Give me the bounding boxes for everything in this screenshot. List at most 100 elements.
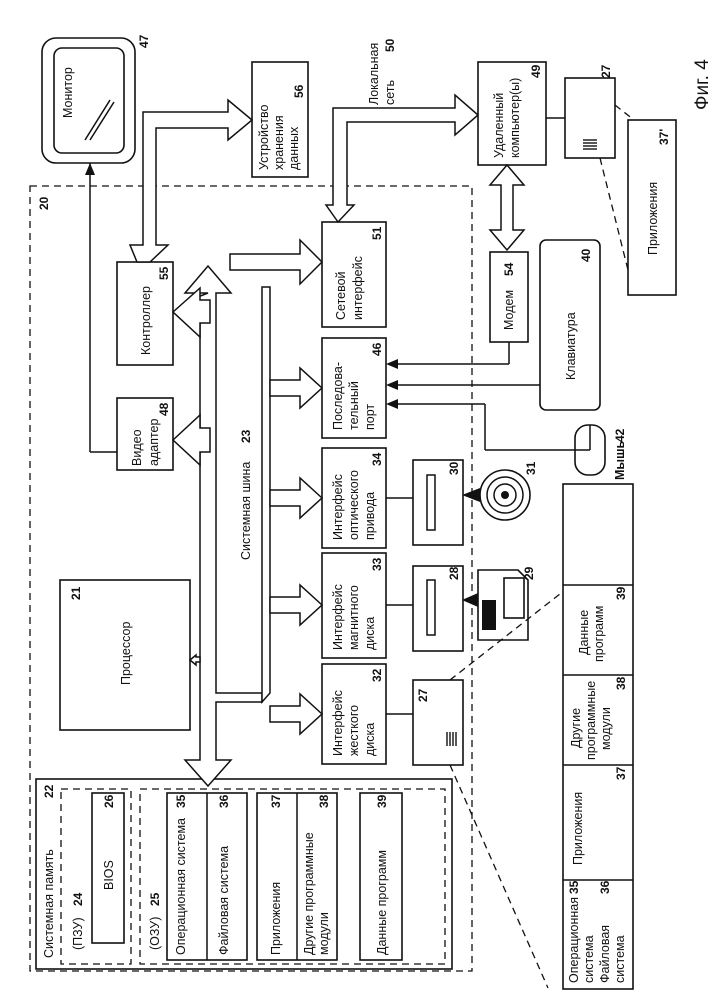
serial-port-line1: Последова-: [331, 362, 345, 430]
serial-port-line2: тельный: [347, 381, 361, 430]
storage-line2: хранения: [272, 115, 286, 170]
network-interface-number: 51: [370, 226, 384, 240]
lan-line2: сеть: [383, 80, 397, 105]
rom-number: 24: [71, 892, 85, 906]
system-memory: Системная память 22 (ПЗУ) 24 BIOS 26 (ОЗ…: [36, 779, 452, 969]
magnetic-bus-arrow: [270, 585, 322, 625]
storage-number: 56: [292, 84, 306, 98]
table-other-line2: программные: [584, 681, 598, 760]
storage-device: Устройство хранения данных 56: [130, 62, 308, 262]
optical-interface-line3: привода: [363, 492, 377, 540]
remote-hard-disk-number: 27: [599, 64, 613, 78]
remote-computer-number: 49: [529, 64, 543, 78]
floppy-drive-number: 28: [447, 566, 461, 580]
storage-contents-table: Операционная система 35 Файловая система…: [450, 484, 633, 989]
magnetic-interface-line1: Интерфейс: [331, 584, 345, 650]
optical-interface-line2: оптического: [347, 470, 361, 540]
optical-bus-arrow: [270, 478, 322, 518]
hard-disk-number: 27: [416, 688, 430, 702]
magnetic-interface-line2: магнитного: [347, 585, 361, 650]
fs-number: 36: [217, 794, 231, 808]
bus-branch: [262, 287, 270, 702]
optical-drive-number: 30: [447, 461, 461, 475]
apps-number: 37: [269, 794, 283, 808]
magnetic-interface-number: 33: [370, 557, 384, 571]
ram-label: (ОЗУ): [148, 917, 162, 950]
processor-label: Процессор: [119, 622, 133, 685]
table-other-number: 38: [614, 676, 628, 690]
compact-disc-icon: 31: [462, 461, 538, 520]
keyboard-label: Клавиатура: [564, 312, 578, 380]
storage-line3: данных: [287, 126, 301, 170]
bios-label: BIOS: [102, 860, 116, 890]
magnetic-interface: Интерфейс магнитного диска 33: [270, 553, 386, 658]
table-apps-number: 37: [614, 766, 628, 780]
system-bus: Системная шина 23: [185, 266, 270, 786]
modem-label: Модем: [502, 290, 516, 330]
remote-computer-line1: Удаленный: [492, 93, 506, 158]
video-adapter-number: 48: [157, 402, 171, 416]
rom-label: (ПЗУ): [71, 917, 85, 950]
floppy-disk-icon: 29: [462, 566, 536, 640]
program-data-number: 39: [375, 794, 389, 808]
table-os-line1: Операционная: [567, 897, 581, 983]
apps-label: Приложения: [269, 882, 283, 955]
table-fs-line2: система: [613, 935, 627, 983]
hdd-interface-line3: диска: [363, 723, 377, 756]
remote-apps-number: 37': [657, 129, 671, 145]
computer-number: 20: [37, 196, 51, 210]
remote-apps-label: Приложения: [646, 182, 660, 255]
ram-number: 25: [148, 892, 162, 906]
video-adapter: Видео адаптер 48: [117, 398, 210, 470]
monitor: Монитор 47: [42, 34, 151, 452]
floppy-disk-number: 29: [522, 566, 536, 580]
serial-port: Последова- тельный порт 46: [270, 338, 386, 438]
table-other-line1: Другие: [569, 708, 583, 748]
serial-port-line3: порт: [363, 404, 377, 430]
table-os-number: 35: [567, 880, 581, 894]
system-memory-title: Системная память: [42, 849, 56, 958]
magnetic-interface-line3: диска: [363, 617, 377, 650]
bios-number: 26: [102, 794, 116, 808]
video-adapter-line2: адаптер: [147, 418, 161, 466]
system-memory-number: 22: [42, 784, 56, 798]
program-data-label: Данные программ: [375, 850, 389, 955]
serial-bus-arrow: [270, 368, 322, 408]
modem-number: 54: [502, 262, 516, 276]
bus-label: Системная шина: [239, 462, 253, 560]
processor-number: 21: [69, 586, 83, 600]
network-bus-arrow: [230, 240, 322, 284]
other-modules-line1: Другие программные: [302, 832, 316, 955]
table-fs-line1: Файловая: [598, 925, 612, 983]
lan-number: 50: [383, 38, 397, 52]
remote-computer-line2: компьютер(ы): [508, 78, 522, 158]
optical-interface-number: 34: [370, 452, 384, 466]
monitor-number: 47: [137, 34, 151, 48]
os-number: 35: [174, 794, 188, 808]
modem: Модем 54: [386, 165, 528, 369]
controller: Контроллер 55: [117, 262, 210, 365]
network-interface: Сетевой интерфейс 51: [230, 222, 386, 327]
lan: Локальная сеть 50: [326, 38, 478, 222]
processor: Процессор 21: [60, 580, 200, 730]
controller-storage-arrow: [130, 100, 252, 262]
bus-number: 23: [239, 429, 253, 443]
hdd-interface-line1: Интерфейс: [331, 690, 345, 756]
other-modules-number: 38: [317, 794, 331, 808]
video-adapter-line1: Видео: [130, 429, 144, 466]
table-apps-label: Приложения: [571, 792, 585, 865]
storage-line1: Устройство: [257, 105, 271, 170]
hdd-interface-line2: жесткого: [347, 705, 361, 756]
lan-arrow: [326, 95, 478, 222]
os-label: Операционная система: [174, 818, 188, 955]
optical-interface-line1: Интерфейс: [331, 474, 345, 540]
table-data-line2: программ: [592, 606, 606, 662]
table-fs-number: 36: [598, 880, 612, 894]
optical-interface: Интерфейс оптического привода 34: [270, 448, 386, 548]
fs-label: Файловая система: [217, 846, 231, 955]
controller-number: 55: [157, 266, 171, 280]
hdd-bus-arrow: [270, 694, 322, 734]
network-interface-line1: Сетевой: [334, 271, 348, 320]
mouse-number: 42: [613, 428, 627, 442]
